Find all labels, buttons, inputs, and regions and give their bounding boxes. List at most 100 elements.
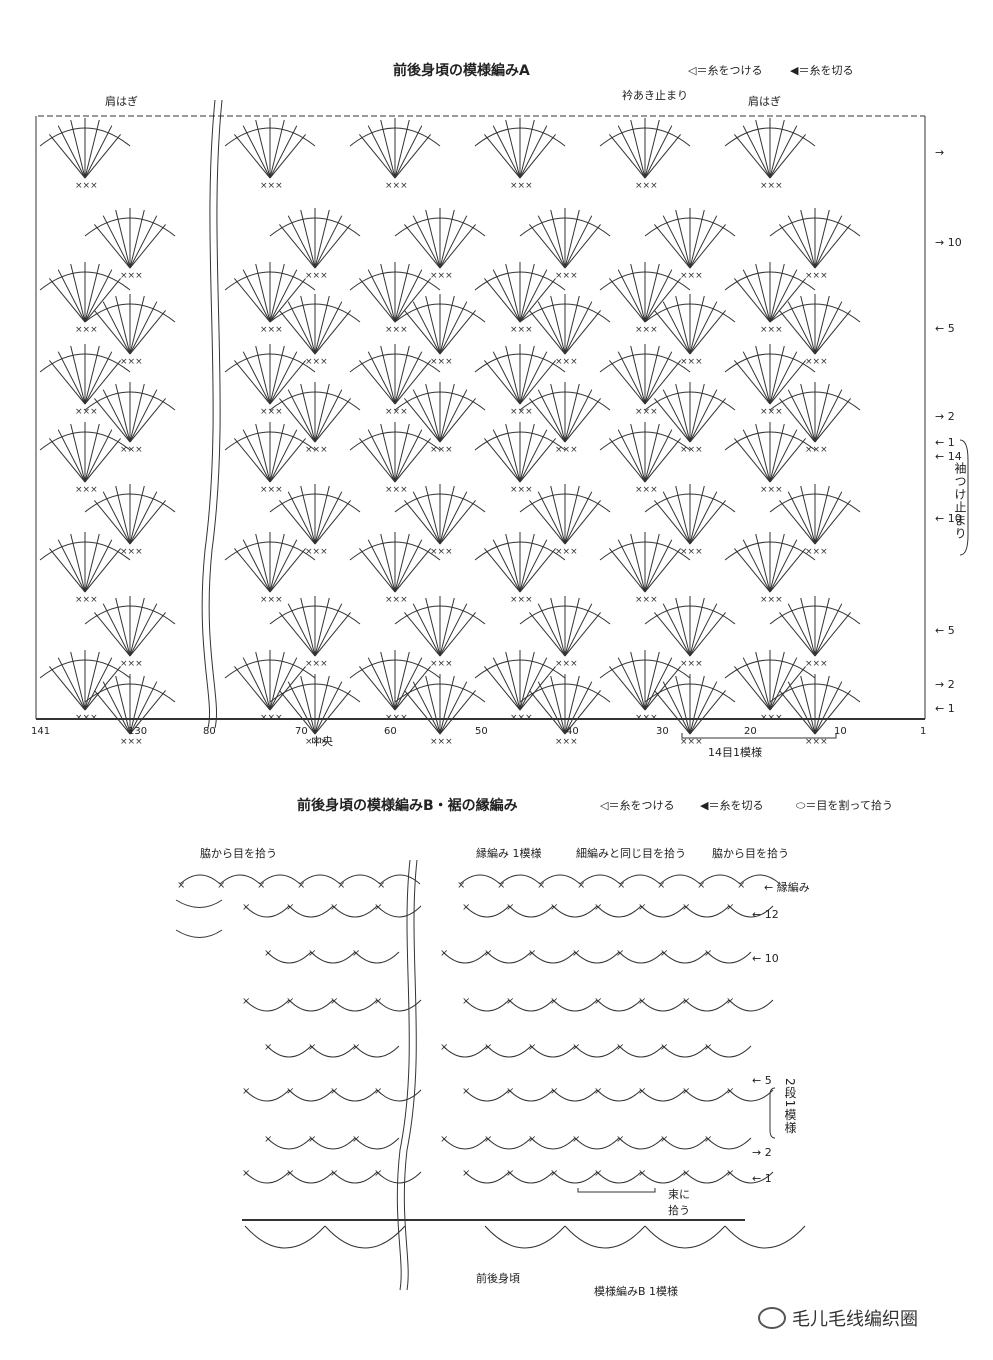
double-crochet-stitch	[300, 383, 316, 443]
double-crochet-stitch	[359, 438, 396, 483]
double-crochet-stitch	[630, 263, 646, 323]
double-crochet-stitch	[689, 491, 718, 545]
stitch-number: 141	[31, 726, 51, 737]
double-crochet-stitch	[49, 666, 86, 711]
double-crochet-stitch	[412, 215, 441, 269]
edge-stitch-mark: ×	[737, 880, 745, 891]
single-crochet-mark: ×××	[760, 325, 783, 335]
chain-loop	[332, 999, 378, 1012]
sc-mark: ×	[484, 1134, 492, 1145]
single-crochet-mark: ×××	[260, 713, 283, 723]
double-crochet-stitch	[269, 539, 298, 593]
double-crochet-stitch	[529, 612, 566, 657]
single-crochet-mark: ×××	[385, 325, 408, 335]
chain-loop	[662, 1137, 708, 1150]
double-crochet-stitch	[102, 389, 131, 443]
single-crochet-mark: ×××	[75, 407, 98, 417]
sc-mark: ×	[594, 1086, 602, 1097]
double-crochet-stitch	[617, 351, 646, 405]
double-crochet-stitch	[269, 657, 298, 711]
double-crochet-stitch	[644, 539, 673, 593]
single-crochet-mark: ×××	[120, 659, 143, 669]
shoulder-label-right: 肩はぎ	[748, 95, 781, 108]
double-crochet-stitch	[314, 310, 351, 355]
double-crochet-stitch	[314, 295, 330, 355]
double-crochet-stitch	[609, 360, 646, 405]
double-crochet-stitch	[269, 548, 306, 593]
double-crochet-stitch	[644, 351, 673, 405]
chain-loop	[376, 999, 422, 1012]
single-crochet-mark: ×××	[430, 357, 453, 367]
two-row-repeat-label: 2段1模様	[783, 1078, 797, 1135]
sc-mark: ×	[440, 1134, 448, 1145]
sc-mark: ×	[374, 1168, 382, 1179]
double-crochet-stitch	[492, 429, 521, 483]
chain-loop	[640, 1171, 686, 1184]
double-crochet-stitch	[84, 657, 113, 711]
single-crochet-mark: ×××	[805, 357, 828, 367]
sc-mark: ×	[594, 1168, 602, 1179]
double-crochet-stitch	[564, 675, 580, 735]
sc-mark: ×	[440, 948, 448, 959]
chain-loop	[596, 1171, 642, 1184]
hem-fan	[484, 1225, 566, 1249]
single-crochet-mark: ×××	[120, 357, 143, 367]
chain-loop	[244, 1089, 290, 1102]
double-crochet-stitch	[779, 690, 816, 735]
double-crochet-stitch	[115, 295, 131, 355]
double-crochet-stitch	[537, 215, 566, 269]
sc-mark: ×	[286, 1168, 294, 1179]
double-crochet-stitch	[255, 119, 271, 179]
sc-mark: ×	[682, 1168, 690, 1179]
single-crochet-mark: ×××	[305, 271, 328, 281]
double-crochet-stitch	[800, 209, 816, 269]
hem-fan	[644, 1225, 726, 1249]
single-crochet-mark: ×××	[680, 445, 703, 455]
double-crochet-stitch	[425, 383, 441, 443]
double-crochet-stitch	[314, 491, 343, 545]
sc-mark: ×	[594, 902, 602, 913]
chain-loop	[508, 1171, 554, 1184]
double-crochet-stitch	[769, 657, 798, 711]
double-crochet-stitch	[314, 681, 343, 735]
chain-loop	[728, 905, 774, 918]
double-crochet-stitch	[269, 423, 285, 483]
chain-loop	[552, 1171, 598, 1184]
double-crochet-stitch	[439, 209, 455, 269]
double-crochet-stitch	[269, 533, 285, 593]
center-label: 中央	[311, 735, 333, 748]
chain-loop	[706, 951, 752, 964]
double-crochet-stitch	[519, 429, 548, 483]
double-crochet-stitch	[439, 485, 455, 545]
double-crochet-stitch	[279, 310, 316, 355]
double-crochet-stitch	[609, 438, 646, 483]
double-crochet-stitch	[505, 423, 521, 483]
double-crochet-stitch	[654, 398, 691, 443]
sc-mark: ×	[462, 1168, 470, 1179]
double-crochet-stitch	[814, 389, 843, 443]
double-crochet-stitch	[279, 398, 316, 443]
double-crochet-stitch	[492, 351, 521, 405]
double-crochet-stitch	[84, 438, 121, 483]
double-crochet-stitch	[787, 389, 816, 443]
edge-stitch-mark: ×	[297, 880, 305, 891]
single-crochet-mark: ×××	[385, 181, 408, 191]
double-crochet-stitch	[662, 301, 691, 355]
double-crochet-stitch	[394, 666, 431, 711]
chain-loop	[486, 1045, 532, 1058]
single-crochet-mark: ×××	[75, 713, 98, 723]
double-crochet-stitch	[367, 351, 396, 405]
double-crochet-stitch	[129, 690, 166, 735]
double-crochet-stitch	[300, 209, 316, 269]
chain-loop	[552, 999, 598, 1012]
double-crochet-stitch	[439, 675, 455, 735]
double-crochet-stitch	[519, 423, 535, 483]
double-crochet-stitch	[234, 360, 271, 405]
sc-mark: ×	[638, 1168, 646, 1179]
double-crochet-stitch	[617, 125, 646, 179]
double-crochet-stitch	[537, 389, 566, 443]
edge-stitch-mark: ×	[257, 880, 265, 891]
chain-loop	[508, 1089, 554, 1102]
double-crochet-stitch	[550, 485, 566, 545]
